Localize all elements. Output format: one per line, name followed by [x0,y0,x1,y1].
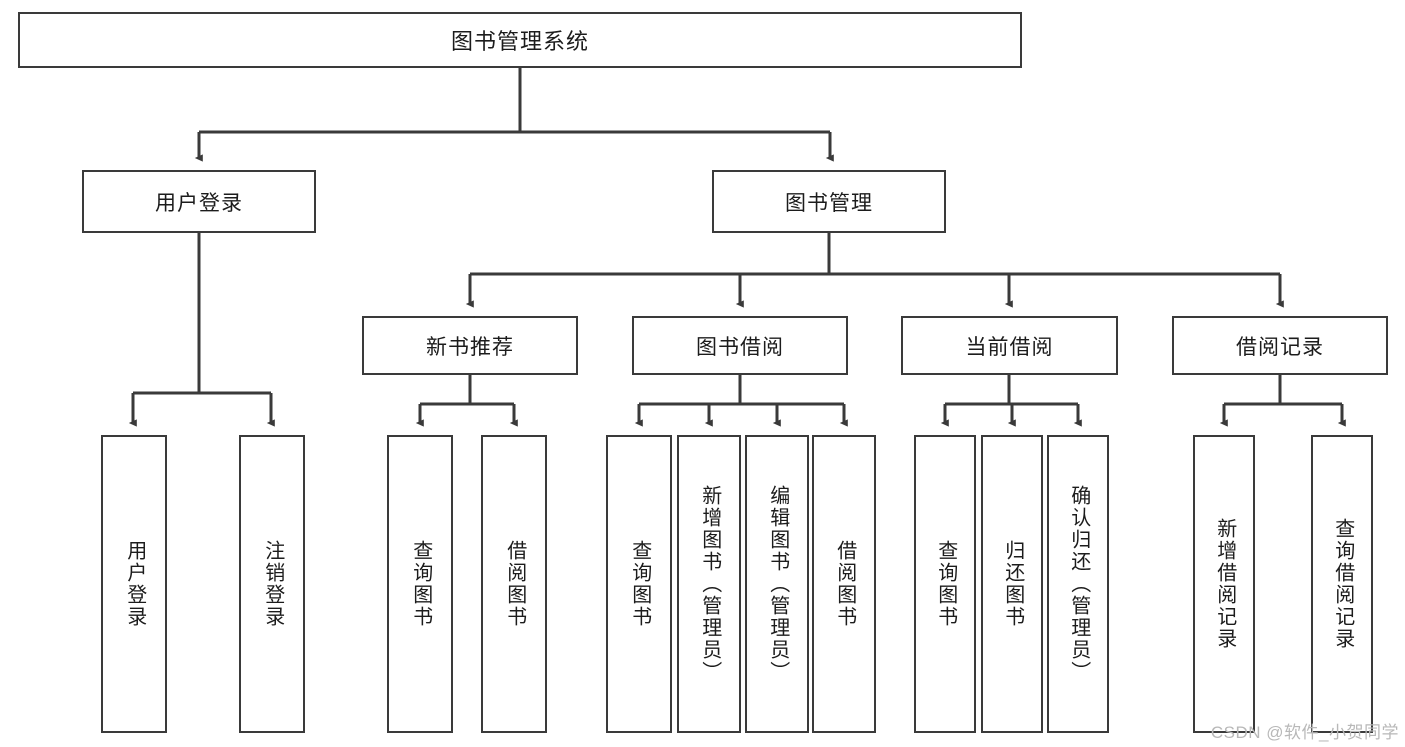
node-leaf-user-login[interactable]: 用户登录 [101,435,167,733]
node-leaf-query-book-borrow[interactable]: 查询图书 [606,435,672,733]
node-borrow-record[interactable]: 借阅记录 [1172,316,1388,375]
node-leaf-add-borrow-record[interactable]: 新增借阅记录 [1193,435,1255,733]
leaf-label: 编辑图书（管理员） [766,485,789,683]
leaf-label: 用户登录 [123,540,146,628]
node-new-book-recommend[interactable]: 新书推荐 [362,316,578,375]
leaf-label: 查询图书 [628,540,651,628]
leaf-label: 归还图书 [1001,540,1024,628]
node-leaf-query-borrow-record[interactable]: 查询借阅记录 [1311,435,1373,733]
leaf-label: 注销登录 [261,540,284,628]
leaf-label: 查询借阅记录 [1331,518,1354,650]
leaf-label: 新增图书（管理员） [698,485,721,683]
node-leaf-add-book-admin[interactable]: 新增图书（管理员） [677,435,741,733]
node-leaf-query-book-current[interactable]: 查询图书 [914,435,976,733]
node-book-management[interactable]: 图书管理 [712,170,946,233]
node-leaf-confirm-return-admin[interactable]: 确认归还（管理员） [1047,435,1109,733]
node-current-borrow[interactable]: 当前借阅 [901,316,1118,375]
watermark-text: CSDN @软件_小贺同学 [1210,723,1399,742]
node-leaf-borrow-book-recommend[interactable]: 借阅图书 [481,435,547,733]
node-book-borrow[interactable]: 图书借阅 [632,316,848,375]
node-leaf-return-book[interactable]: 归还图书 [981,435,1043,733]
leaf-label: 查询图书 [409,540,432,628]
leaf-label: 新增借阅记录 [1213,518,1236,650]
node-root-system[interactable]: 图书管理系统 [18,12,1022,68]
leaf-label: 借阅图书 [833,540,856,628]
node-leaf-edit-book-admin[interactable]: 编辑图书（管理员） [745,435,809,733]
leaf-label: 确认归还（管理员） [1067,485,1090,683]
node-leaf-borrow-book[interactable]: 借阅图书 [812,435,876,733]
node-leaf-query-book-recommend[interactable]: 查询图书 [387,435,453,733]
leaf-label: 借阅图书 [503,540,526,628]
leaf-label: 查询图书 [934,540,957,628]
node-leaf-logout-login[interactable]: 注销登录 [239,435,305,733]
node-user-login[interactable]: 用户登录 [82,170,316,233]
